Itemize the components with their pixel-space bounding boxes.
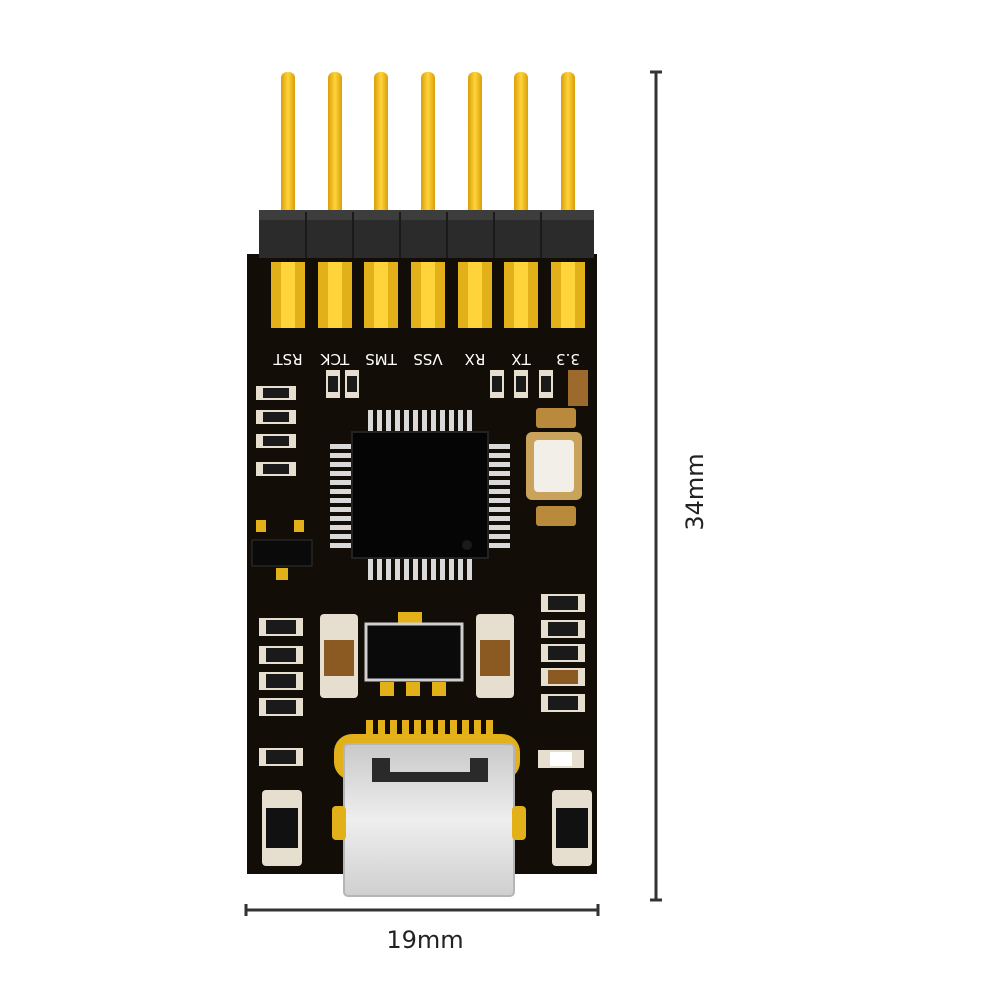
pin-3v3 — [561, 72, 575, 217]
capacitor-top — [536, 408, 576, 428]
left-lower-resistors — [259, 618, 303, 716]
header-pads — [271, 262, 585, 328]
status-led — [538, 750, 584, 768]
tantalum-capacitors — [320, 614, 514, 698]
resistor-usb-left — [259, 748, 303, 766]
top-resistors — [326, 370, 588, 406]
header-housing — [259, 210, 594, 258]
pin-labels: RST TCK TMS VSS RX TX 3.3 — [273, 350, 580, 368]
transistor-left — [251, 520, 313, 580]
crystal-oscillator — [526, 432, 582, 500]
pin-rst — [281, 72, 295, 217]
pin-tms — [374, 72, 388, 217]
usb-pads — [366, 720, 493, 744]
pin-vss — [421, 72, 435, 217]
pin-label-rx: RX — [465, 350, 486, 368]
bottom-components — [262, 790, 592, 866]
capacitor-bottom — [536, 506, 576, 526]
pin-rx — [468, 72, 482, 217]
pin-label-3v3: 3.3 — [556, 350, 580, 368]
usb-c-connector — [332, 734, 526, 897]
right-lower-resistors — [541, 594, 585, 712]
voltage-regulator — [364, 612, 464, 696]
pin-label-tms: TMS — [365, 350, 398, 368]
pin-tck — [328, 72, 342, 217]
height-dimension-label: 34mm — [681, 453, 709, 531]
pin-label-rst: RST — [273, 350, 303, 368]
mcu-chip — [330, 410, 510, 580]
header-pins — [281, 72, 575, 217]
left-resistors — [256, 386, 296, 476]
pin-label-vss: VSS — [413, 350, 442, 368]
pin-label-tck: TCK — [320, 350, 351, 368]
width-dimension-label: 19mm — [386, 926, 464, 954]
height-dimension-line — [650, 70, 662, 902]
width-dimension-line — [244, 904, 600, 916]
pin-label-tx: TX — [511, 350, 531, 368]
pin-tx — [514, 72, 528, 217]
